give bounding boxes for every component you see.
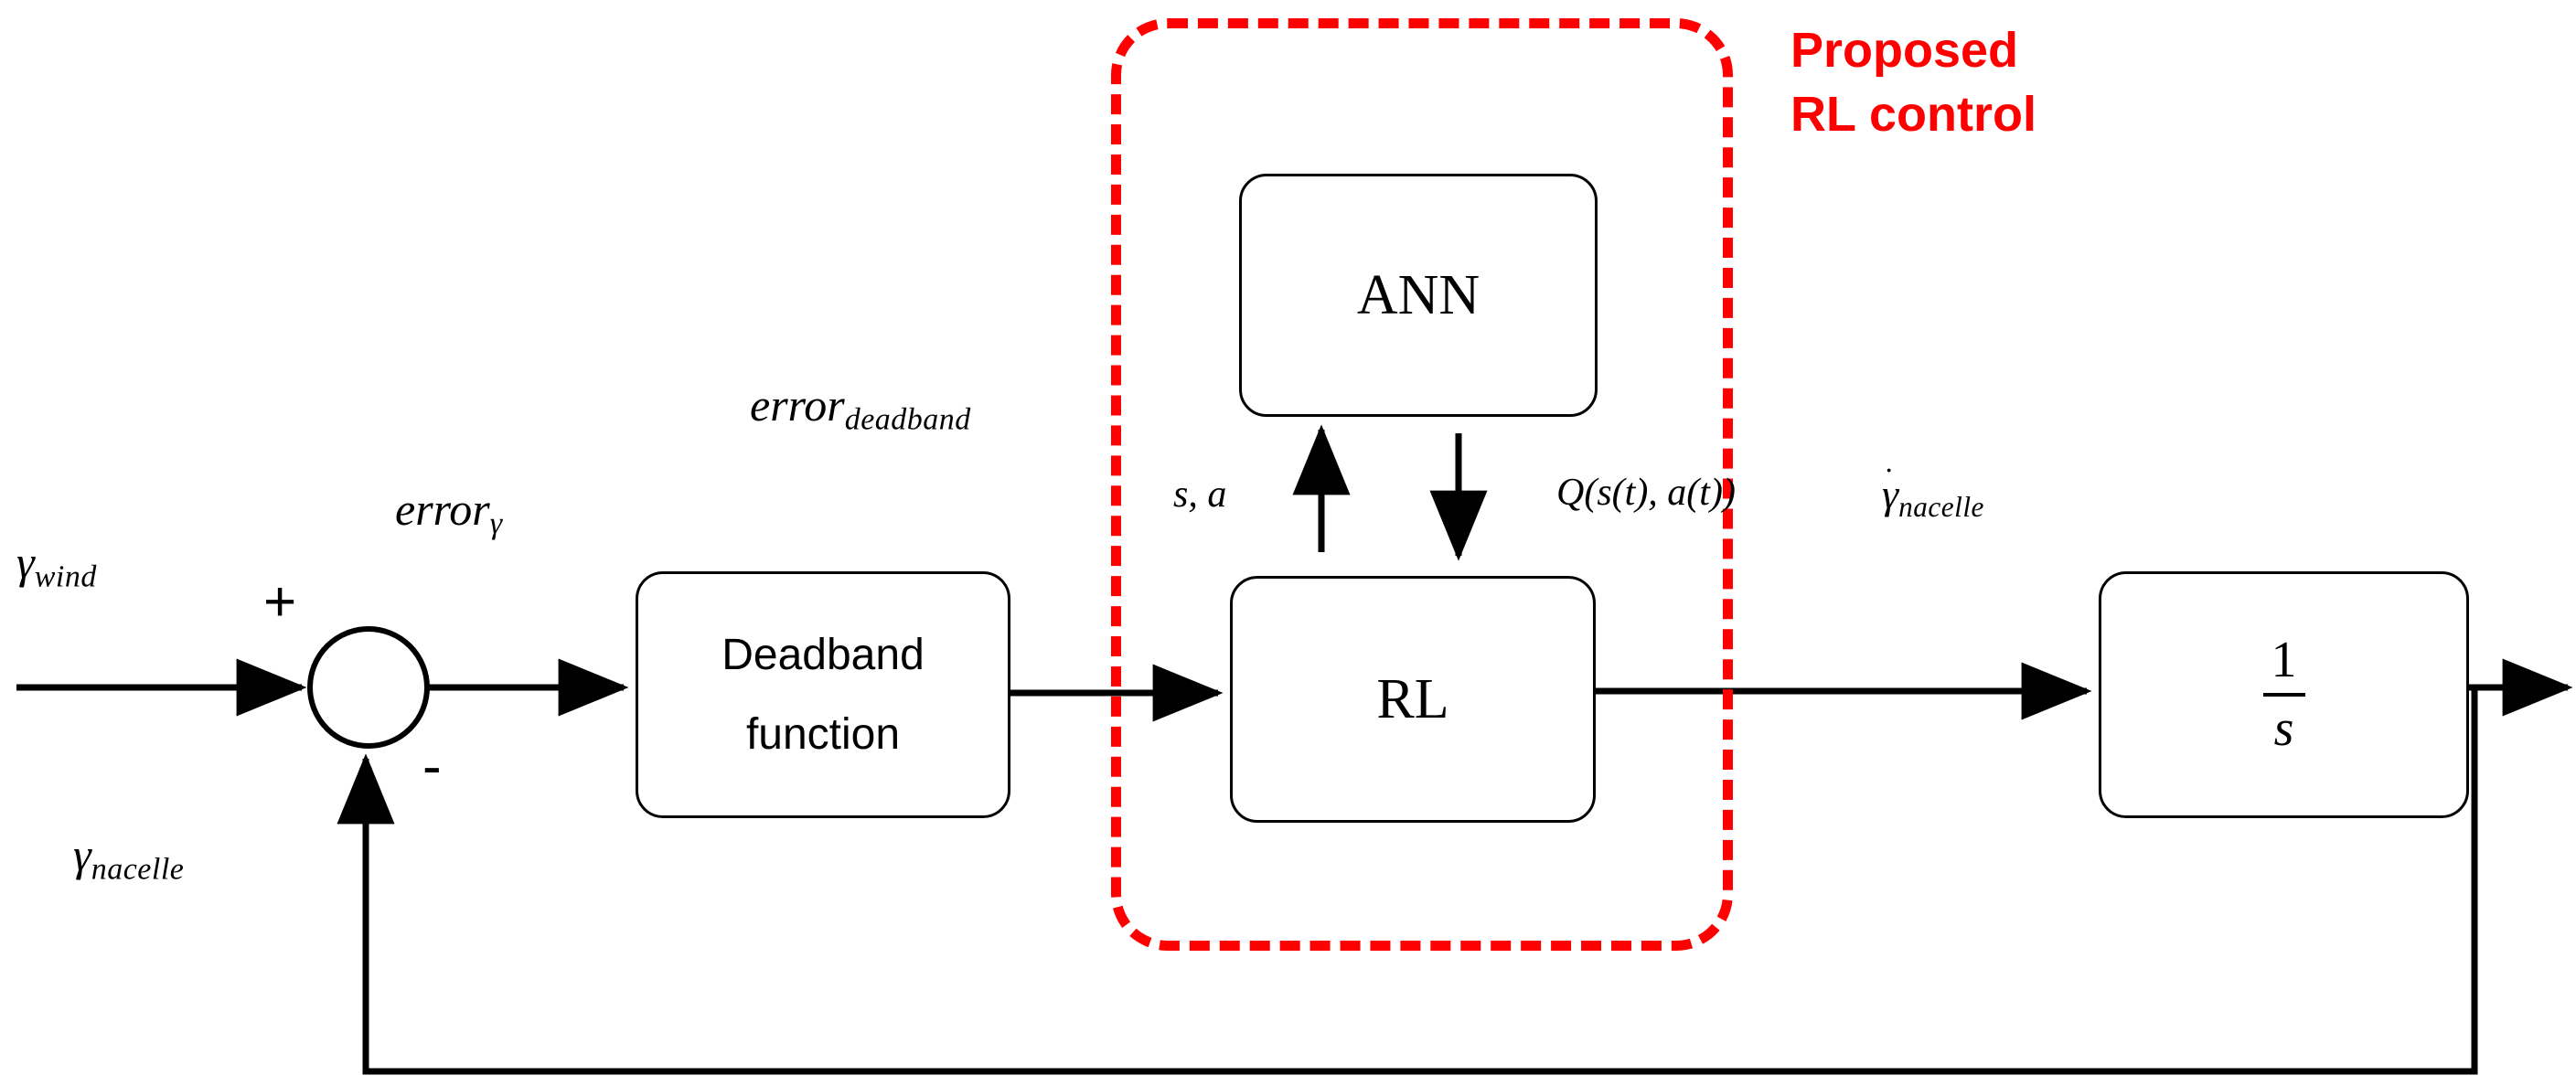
block-deadband-label-line-2: function <box>745 710 901 759</box>
error-gamma-base: error <box>395 484 490 535</box>
block-deadband-label-line-1: Deadband <box>721 631 925 679</box>
gamma-symbol: γ <box>16 537 35 588</box>
error-gamma-subscript: γ <box>489 506 503 541</box>
summing-junction <box>307 626 430 749</box>
error-deadband-subscript: deadband <box>844 402 971 437</box>
integrator-fraction: 1 s <box>2262 634 2306 756</box>
summing-junction-minus-sign: - <box>422 735 442 798</box>
block-ann-label: ANN <box>1356 263 1480 326</box>
block-deadband-function[interactable]: Deadband function <box>636 571 1010 818</box>
gamma-symbol: γ <box>1882 471 1899 517</box>
error-deadband-base: error <box>750 379 845 431</box>
gamma-dot-nacelle-subscript: nacelle <box>1898 490 1984 523</box>
label-error-deadband: errordeadband <box>750 382 971 436</box>
block-rl[interactable]: RL <box>1230 576 1596 823</box>
feedback-path <box>337 687 2478 1075</box>
overdot-accent: ˙ <box>1883 460 1895 498</box>
block-ann[interactable]: ANN <box>1239 174 1598 417</box>
annotation-line-1: Proposed <box>1790 23 2019 78</box>
proposed-rl-control-annotation: Proposed RL control <box>1790 18 2036 146</box>
label-gamma-wind: γwind <box>16 539 97 593</box>
fraction-bar <box>2262 693 2305 697</box>
label-error-gamma: errorγ <box>395 486 503 540</box>
integrator-denominator: s <box>2273 700 2294 757</box>
summing-junction-plus-sign: + <box>263 570 297 634</box>
integrator-numerator: 1 <box>2271 632 2297 689</box>
block-integrator[interactable]: 1 s <box>2099 571 2469 818</box>
block-rl-label: RL <box>1376 667 1449 730</box>
gamma-wind-subscript: wind <box>34 559 97 594</box>
gamma-dot-wrapper: ˙γ <box>1882 463 1899 517</box>
gamma-symbol: γ <box>73 829 91 880</box>
label-gamma-nacelle: γnacelle <box>73 832 184 886</box>
label-state-action: s, a <box>1173 474 1227 516</box>
label-q-value: Q(s(t), a(t)) <box>1556 472 1736 514</box>
annotation-line-2: RL control <box>1790 87 2036 143</box>
label-gamma-dot-nacelle: ˙γnacelle <box>1882 463 1984 523</box>
gamma-nacelle-subscript: nacelle <box>91 852 185 887</box>
